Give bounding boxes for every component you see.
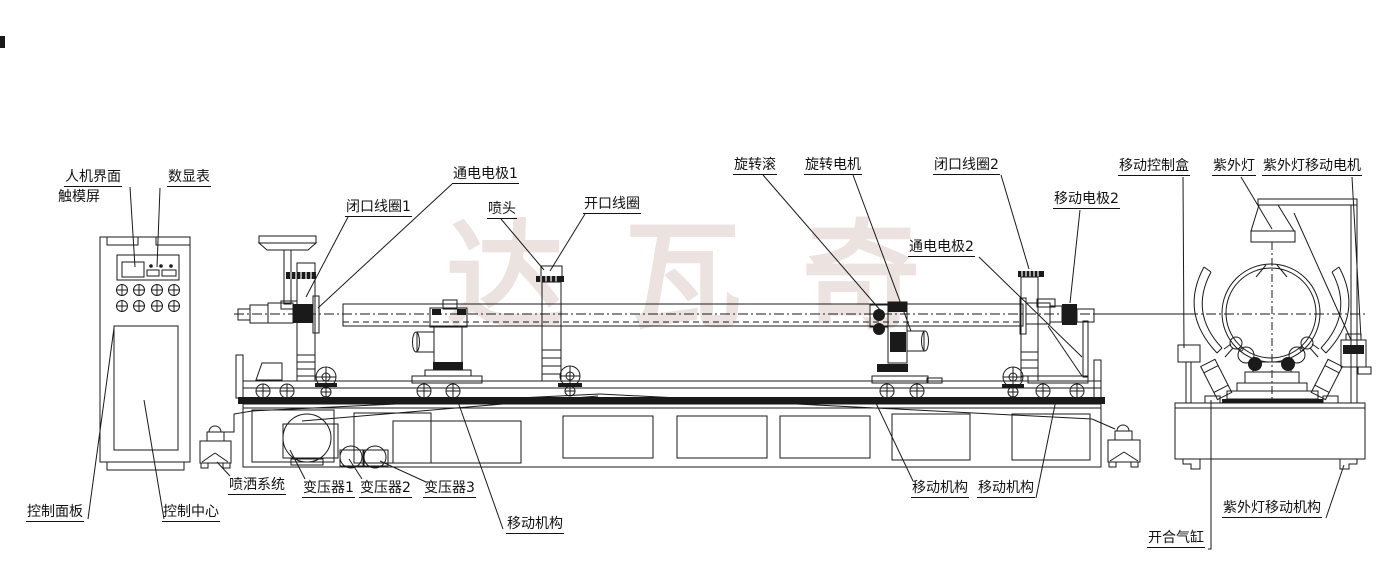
pipe-cross-section bbox=[1221, 263, 1321, 363]
display-panel bbox=[116, 254, 180, 281]
digital-readout bbox=[121, 261, 145, 278]
label-uv-lamp: 紫外灯 bbox=[1212, 158, 1256, 177]
leader-closed-coil1 bbox=[305, 216, 349, 298]
center-support-stack bbox=[1222, 361, 1323, 403]
moving-control-box bbox=[1177, 344, 1201, 404]
uv-arc-left bbox=[1193, 266, 1223, 354]
carriage-1-motor bbox=[416, 331, 435, 353]
scan-artifact-mark bbox=[0, 36, 5, 48]
label-electrode1: 通电电极1 bbox=[452, 166, 519, 185]
leader-electrode1 bbox=[317, 183, 453, 309]
moving-carriage-1 bbox=[411, 299, 483, 384]
leader-transformer3 bbox=[379, 460, 427, 483]
label-hmi-line2: 触模屏 bbox=[58, 189, 100, 205]
nozzle-column bbox=[536, 265, 564, 382]
spray-system-tank bbox=[199, 425, 232, 469]
base-tub bbox=[1174, 402, 1366, 460]
leader-digital-display bbox=[156, 187, 161, 268]
transformer-2 bbox=[339, 445, 364, 469]
label-uv-lamp-moving-mech: 紫外灯移动机构 bbox=[1222, 500, 1322, 519]
leader-moving-mech-left bbox=[456, 398, 504, 530]
label-moving-electrode2: 移动电极2 bbox=[1053, 191, 1120, 210]
rotating-carriage bbox=[869, 301, 943, 384]
machine-bed bbox=[221, 354, 1116, 469]
leader-spray-system bbox=[216, 461, 231, 477]
leader-transformer2 bbox=[348, 458, 363, 480]
leader-hmi bbox=[129, 186, 136, 268]
open-close-cylinder-left bbox=[1200, 358, 1233, 401]
label-moving-mech-left: 移动机构 bbox=[506, 516, 564, 535]
uv-arc-right bbox=[1320, 266, 1350, 354]
leader-closed-coil2 bbox=[1000, 174, 1030, 270]
label-rotating-motor: 旋转电机 bbox=[804, 157, 862, 176]
label-digital-display: 数显表 bbox=[167, 169, 211, 188]
support-roller-left bbox=[1248, 357, 1262, 371]
leader-lines bbox=[87, 174, 1362, 550]
support-roller-right bbox=[1281, 357, 1295, 371]
label-electrode2: 通电电极2 bbox=[908, 239, 975, 258]
label-uv-lamp-motor: 紫外灯移动电机 bbox=[1262, 158, 1362, 177]
label-moving-mech-mid2: 移动机构 bbox=[977, 480, 1035, 499]
leader-rotating-motor bbox=[852, 174, 912, 332]
leader-open-close-cylinder bbox=[1208, 400, 1212, 550]
uv-lamp-moving-motor bbox=[1340, 333, 1372, 375]
leader-nozzle bbox=[500, 218, 545, 271]
closed-coil-2-column bbox=[1020, 276, 1039, 382]
leader-moving-mech-mid1 bbox=[873, 398, 914, 482]
pivot-linkage-right bbox=[1288, 336, 1320, 364]
leader-electrode2 bbox=[978, 256, 1083, 358]
bed-rollers bbox=[255, 365, 1085, 399]
watermark-text: 达瓦奇 bbox=[446, 208, 981, 346]
electrode-2-shaft bbox=[1025, 302, 1095, 325]
end-view-machine bbox=[1174, 198, 1372, 470]
control-buttons bbox=[116, 284, 180, 312]
label-closed-coil2: 闭口线圈2 bbox=[933, 157, 1000, 176]
leader-control-center bbox=[143, 399, 165, 520]
leader-moving-control-box bbox=[1182, 176, 1185, 349]
label-control-center: 控制中心 bbox=[162, 504, 220, 523]
workpiece-pipe bbox=[234, 303, 1368, 327]
leader-transformer1 bbox=[289, 449, 306, 480]
label-transformer2: 变压器2 bbox=[359, 480, 412, 499]
label-transformer1: 变压器1 bbox=[302, 480, 355, 499]
label-moving-control-box: 移动控制盒 bbox=[1118, 158, 1190, 177]
label-moving-mech-mid1: 移动机构 bbox=[911, 480, 969, 499]
label-rotating-roller: 旋转滚 bbox=[733, 157, 777, 176]
transformer-1 bbox=[282, 413, 339, 466]
leader-open-coil bbox=[549, 213, 586, 272]
coil-2-winding bbox=[1018, 271, 1044, 277]
uv-lamp-head bbox=[1250, 204, 1296, 243]
label-closed-coil1: 闭口线圈1 bbox=[345, 199, 412, 218]
leader-moving-electrode2 bbox=[1069, 209, 1081, 304]
open-close-cylinder-right bbox=[1310, 358, 1343, 401]
leader-rotating-roller bbox=[762, 174, 882, 312]
label-open-coil: 开口线圈 bbox=[583, 196, 641, 215]
leader-uv-lamp bbox=[1240, 176, 1273, 230]
label-control-panel: 控制面板 bbox=[26, 504, 84, 523]
label-spray-system: 喷洒系统 bbox=[228, 477, 286, 496]
label-hmi-line1: 人机界面 bbox=[64, 169, 122, 188]
transformer-3 bbox=[363, 445, 389, 469]
rotating-motor-body bbox=[906, 330, 925, 352]
electrode-station-1 bbox=[237, 235, 320, 382]
leader-uv-lamp-moving-mech bbox=[1325, 464, 1345, 519]
label-transformer3: 变压器3 bbox=[423, 480, 476, 499]
leader-uv-lamp-motor bbox=[1351, 176, 1362, 339]
right-tank bbox=[1107, 424, 1141, 468]
label-open-close-cylinder: 开合气缸 bbox=[1147, 530, 1205, 549]
label-nozzle: 喷头 bbox=[487, 201, 517, 220]
cabinet-door bbox=[113, 325, 179, 451]
leader-moving-mech-mid2 bbox=[1035, 399, 1057, 499]
open-coil-winding bbox=[536, 276, 564, 282]
electrode-station-2 bbox=[1018, 271, 1095, 384]
leader-control-panel bbox=[87, 327, 115, 520]
control-cabinet bbox=[99, 236, 191, 471]
rotating-roller-wheel bbox=[873, 309, 885, 321]
pivot-linkage-left bbox=[1223, 336, 1255, 364]
spray-piping bbox=[221, 393, 1116, 433]
